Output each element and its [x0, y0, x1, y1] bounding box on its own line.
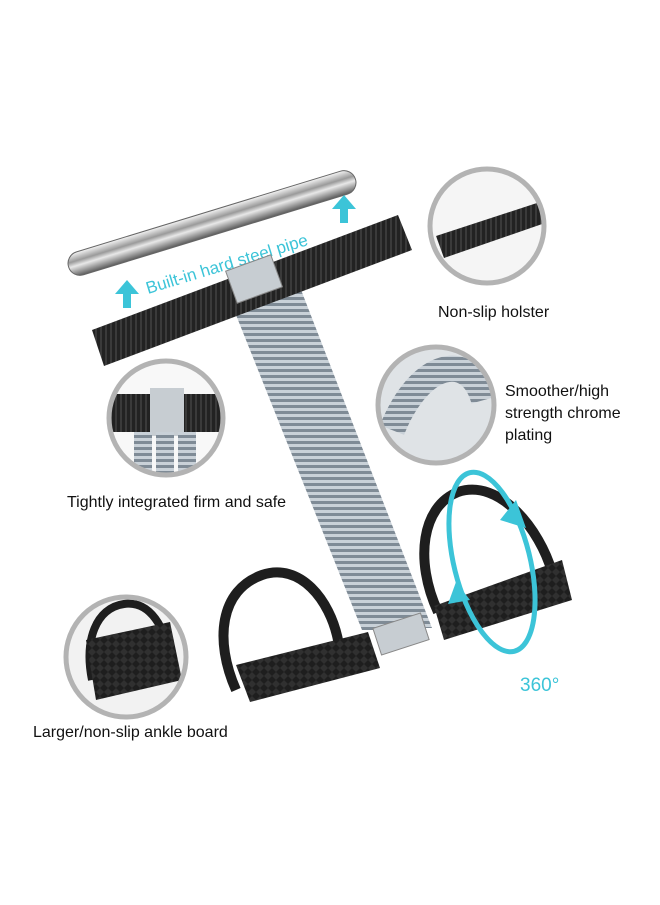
chrome-label-line: plating [505, 427, 553, 444]
ankle-board-label: Larger/non-slip ankle board [33, 724, 228, 741]
springs [226, 282, 432, 630]
firm-label: Tightly integrated firm and safe [67, 494, 287, 511]
up-arrow-icon [332, 195, 356, 223]
arrow-head-icon [500, 500, 526, 528]
chrome-label: Smoother/high strength chrome plating [505, 381, 655, 447]
right-pedal [419, 484, 572, 640]
left-pedal [218, 567, 380, 702]
rotate-arrow-icon [446, 469, 538, 655]
chrome-label-line: Smoother/high [505, 383, 610, 400]
up-arrow-icon [115, 280, 139, 308]
detail-circle-connector [106, 358, 226, 478]
detail-circle-chrome [375, 344, 497, 466]
rotation-label: 360° [520, 675, 560, 696]
pedal-joint [372, 612, 430, 656]
steel-pipe [67, 170, 357, 276]
arrow-head-icon [448, 582, 470, 604]
detail-circle-ankle-board [63, 594, 189, 720]
detail-circle-holster [427, 166, 547, 286]
handle-bar [92, 215, 412, 366]
chrome-label-line: strength chrome [505, 405, 621, 422]
holster-label: Non-slip holster [438, 304, 550, 321]
